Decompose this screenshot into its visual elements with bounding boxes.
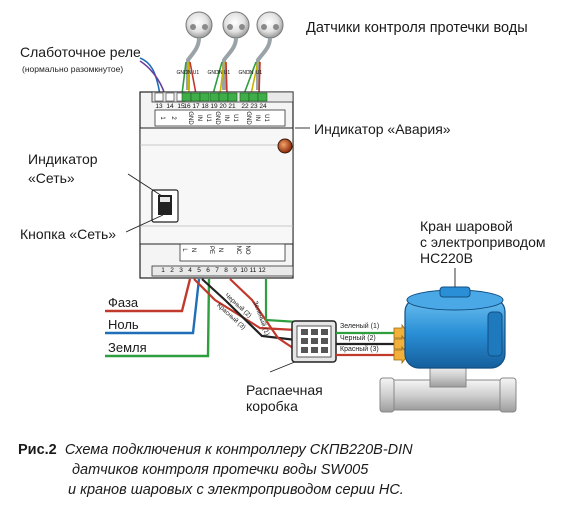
- caption-line-3: и кранов шаровых с электроприводом серии…: [68, 482, 404, 498]
- phase-label: Фаза: [108, 295, 139, 310]
- valve-label-line1: Кран шаровой: [420, 218, 513, 234]
- top-terminal-screws: [154, 92, 268, 102]
- wire-label-red: Красный (3): [340, 346, 379, 353]
- net-indicator-label-line2: «Сеть»: [28, 170, 75, 186]
- ball-valve: [379, 286, 517, 413]
- controller-box-wires: [193, 278, 299, 351]
- junction-box-label-line1: Распаечная: [246, 382, 323, 398]
- alarm-led: [277, 138, 293, 154]
- relay-label: Слаботочное реле: [20, 44, 141, 60]
- sensor-wires: [181, 61, 261, 95]
- sensors-label: Датчики контроля протечки воды: [306, 20, 528, 36]
- caption-line-1: Схема подключения к контроллеру СКПВ220В…: [64, 442, 413, 458]
- zero-label: Ноль: [108, 317, 139, 332]
- figure-caption: Рис.2 Схема подключения к контроллеру СК…: [18, 440, 413, 500]
- power-wires: [105, 278, 211, 358]
- relay-note-label: (нормально разомкнутое): [22, 64, 124, 74]
- figure-number: Рис.2: [18, 442, 57, 458]
- ground-label: Земля: [108, 340, 147, 355]
- box-valve-wires: [336, 331, 398, 357]
- net-button[interactable]: [151, 189, 179, 223]
- alarm-indicator-label: Индикатор «Авария»: [314, 121, 451, 137]
- sensor-1: [185, 11, 213, 90]
- net-button-label: Кнопка «Сеть»: [20, 226, 117, 242]
- junction-box: [291, 320, 337, 363]
- junction-box-label-line2: коробка: [246, 398, 298, 414]
- sensor-2: [222, 11, 250, 90]
- wire-label-green: Зеленый (1): [340, 323, 380, 330]
- valve-label-line3: НС220В: [420, 250, 473, 266]
- wire-label-black: Черный (2): [340, 335, 376, 342]
- controller-device: [139, 91, 294, 279]
- sensor-3: [256, 11, 284, 90]
- caption-line-2: датчиков контроля протечки воды SW005: [72, 462, 369, 478]
- relay-wires: [139, 57, 166, 96]
- valve-label-line2: с электроприводом: [420, 234, 546, 250]
- net-indicator-label-line1: Индикатор: [28, 151, 98, 167]
